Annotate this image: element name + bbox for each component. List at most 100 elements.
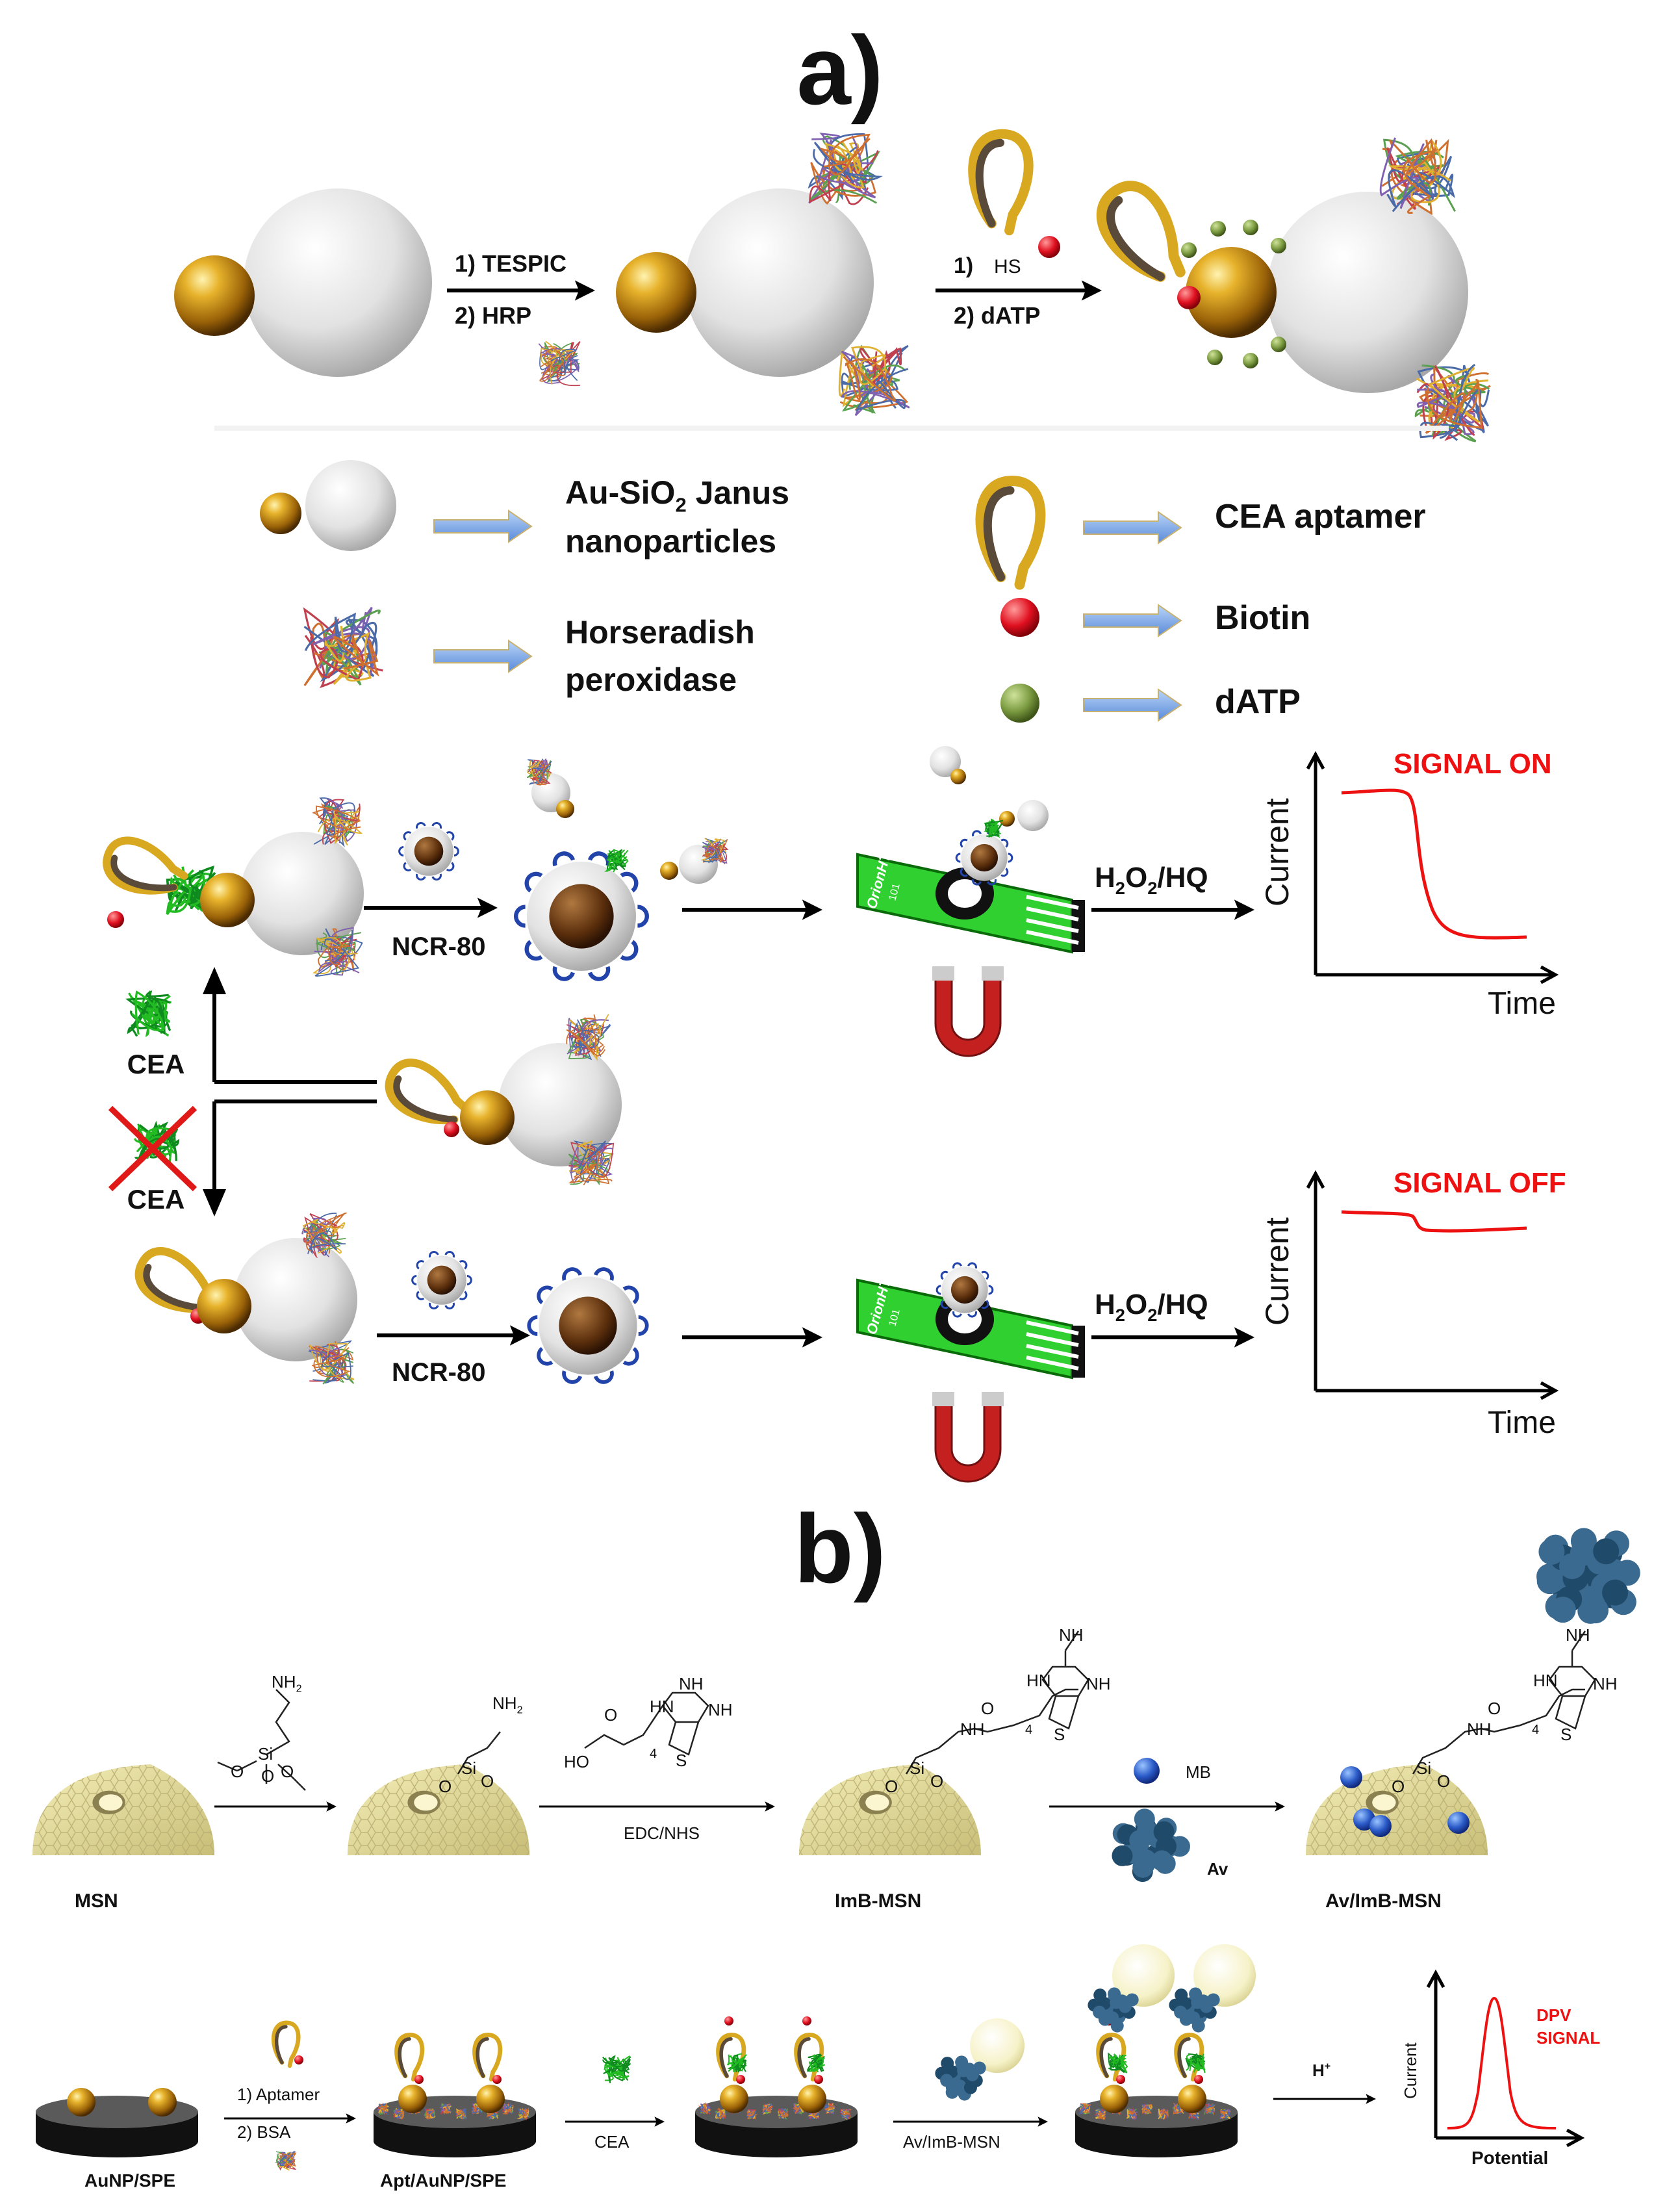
datp-bound-5	[1207, 350, 1223, 365]
msn2-o1: O	[439, 1777, 452, 1796]
arrow-signal-off	[1091, 1327, 1254, 1348]
imb-nh: NH	[1086, 1674, 1111, 1693]
bsa-4	[761, 2103, 774, 2115]
graph-off-title: SIGNAL OFF	[1394, 1167, 1566, 1199]
hrp-mid-2	[568, 1140, 615, 1186]
hrp-mid-1	[566, 1014, 612, 1061]
cea-absent-label: CEA	[127, 1184, 185, 1215]
aptamer-bound	[1096, 181, 1186, 282]
aptamer-reagent-b	[271, 2020, 301, 2068]
step-datp: 2) dATP	[954, 302, 1040, 329]
datp-bound-6	[1181, 242, 1197, 258]
bsa-8	[502, 2102, 514, 2115]
bead-reagent-on	[398, 822, 459, 881]
biotin	[492, 2075, 502, 2084]
arrow-electrode-off	[682, 1327, 822, 1348]
imb-si: Si	[910, 1758, 924, 1778]
edc-label: EDC/NHS	[624, 1823, 700, 1843]
datp-bound-1	[1243, 220, 1258, 235]
electrode-model: 101	[887, 882, 902, 902]
hrp-bound-bottom	[838, 344, 910, 417]
biotin-nh: NH	[708, 1700, 733, 1719]
biotin-o: O	[604, 1705, 617, 1725]
legend-arrow-aptamer	[1083, 511, 1182, 545]
arrow-h-b	[1273, 2094, 1376, 2104]
magnet-icon	[934, 970, 1002, 1057]
bsa-3	[746, 2109, 758, 2120]
legend-janus-label2: nanoparticles	[565, 523, 776, 559]
bead-off-electrode	[935, 1262, 994, 1318]
aptamer-cea	[103, 836, 188, 895]
arrow-aptamer-b	[224, 2113, 356, 2124]
spe-3	[695, 2016, 858, 2157]
arrow-edc	[539, 1801, 775, 1812]
biotin-bound	[1177, 286, 1201, 309]
datp-bound-3	[1271, 337, 1286, 352]
bsa-9	[516, 2107, 530, 2121]
imb-s: S	[1054, 1725, 1065, 1744]
dpv-xlabel: Potential	[1471, 2148, 1548, 2168]
silica-sphere	[498, 1043, 622, 1166]
dpv-curve	[1447, 1996, 1557, 2129]
legend-datp	[1000, 684, 1039, 723]
legend-biotin	[1000, 598, 1039, 637]
ncr-top: NCR-80	[392, 932, 485, 961]
legend-hrp-label2: peroxidase	[565, 662, 737, 698]
biotin-reagent	[1038, 236, 1060, 258]
janus-cea	[200, 832, 364, 955]
av-nh: NH	[1593, 1674, 1618, 1693]
spe-4	[1075, 2016, 1238, 2157]
panel-a-label: a)	[796, 16, 883, 125]
silica-sphere	[240, 832, 364, 955]
biotin-top	[802, 2016, 811, 2026]
hrp-on-4	[700, 838, 729, 864]
imb-o-link: O	[981, 1699, 994, 1718]
arrow-electrode-on	[682, 899, 822, 920]
gold-sphere	[260, 493, 301, 534]
gold-sphere	[556, 800, 574, 818]
spe-1	[36, 2096, 198, 2157]
step-tespic: 1) TESPIC	[455, 250, 566, 277]
bsa-5	[455, 2108, 467, 2120]
biotin-cea	[107, 911, 124, 928]
step-av: Av/ImB-MSN	[903, 2132, 1000, 2152]
biotin-hn: HN	[650, 1697, 674, 1716]
electrode-model: 101	[887, 1308, 902, 1328]
mb-loaded-4	[1447, 1812, 1470, 1834]
bsa-9	[839, 2108, 852, 2120]
aunp-1	[67, 2088, 95, 2116]
biotin-ho: HO	[564, 1752, 589, 1771]
datp-bound-2	[1271, 238, 1286, 253]
cea-bound	[1185, 2053, 1206, 2074]
reagent-h2o2-top: H2O2/HQ	[1095, 862, 1208, 898]
silane-si: Si	[258, 1744, 273, 1764]
aptamer-mid	[385, 1059, 471, 1125]
silane-o1: O	[231, 1762, 244, 1781]
gold-sphere	[1186, 247, 1277, 338]
imb-msn-label: ImB-MSN	[835, 1890, 921, 1912]
av-si: Si	[1416, 1758, 1431, 1778]
cea-on-el	[984, 818, 1004, 838]
reagent-h2o2-bottom: H2O2/HQ	[1095, 1289, 1208, 1325]
av-msn-reagent	[935, 2018, 1025, 2101]
biotin	[814, 2075, 823, 2084]
apt-aunp-spe-label: Apt/AuNP/SPE	[380, 2170, 506, 2191]
av-4: 4	[1532, 1723, 1539, 1737]
arrow-mb-av	[1049, 1801, 1285, 1812]
imb-4: 4	[1025, 1723, 1032, 1737]
step-h: H+	[1312, 2061, 1330, 2080]
gold-sphere	[460, 1090, 515, 1145]
step-apt-2: 2) BSA	[237, 2122, 291, 2142]
av-nh-top: NH	[1566, 1625, 1590, 1645]
janus-on-el-2	[999, 800, 1049, 831]
mb-loaded-3	[1369, 1815, 1392, 1837]
hrp-off-1	[301, 1212, 347, 1259]
gold-sphere	[616, 252, 696, 333]
graph-off-axes	[1306, 1170, 1559, 1400]
signal-on-curve	[1341, 788, 1527, 940]
